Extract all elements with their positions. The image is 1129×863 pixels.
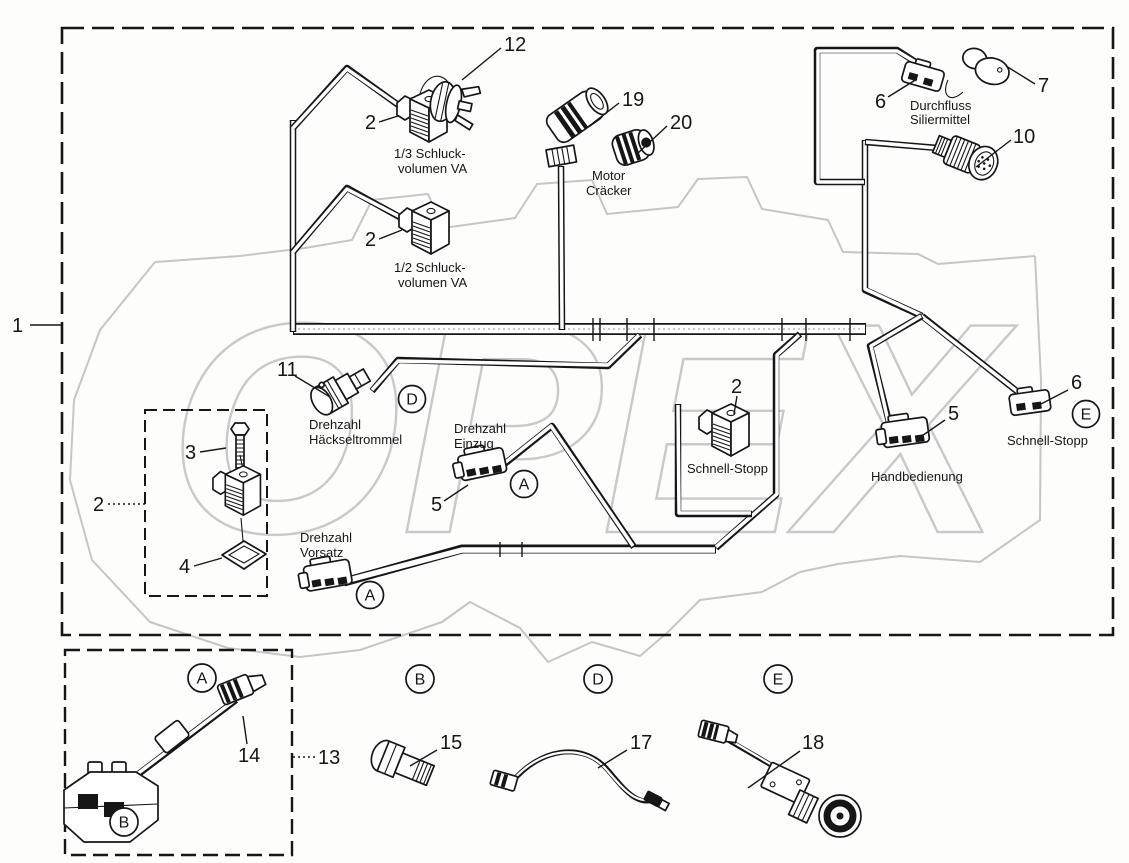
callouts: 1 12 2 2 19 20 6 7 10 11 5 2 5 6 3 4 2 1… xyxy=(12,34,1082,789)
svg-text:D: D xyxy=(592,672,604,689)
circle-D-bottom: D xyxy=(583,664,613,694)
callout-14: 14 xyxy=(238,745,260,767)
valve-assembly-box xyxy=(144,409,268,597)
circle-A-einzug: A xyxy=(509,469,539,499)
svg-text:A: A xyxy=(365,588,376,605)
callout-7: 7 xyxy=(1038,75,1049,97)
caption-schluck13-1: 1/3 Schluck- xyxy=(394,146,466,161)
opex-watermark: OPEX xyxy=(69,176,1042,663)
caption-schnellstopp-e: Schnell-Stopp xyxy=(1007,433,1088,448)
durchfluss-connector-6 xyxy=(899,55,948,93)
svg-text:A: A xyxy=(197,671,208,688)
callout-3: 3 xyxy=(185,442,196,464)
cap-connector-7 xyxy=(961,47,1010,86)
svg-text:D: D xyxy=(406,392,418,409)
caption-haecksel-1: Drehzahl xyxy=(309,417,361,432)
caption-durchfluss-2: Siliermittel xyxy=(910,112,970,127)
caption-vorsatz-2: Vorsatz xyxy=(300,545,343,560)
circle-B-bottom: B xyxy=(405,664,435,694)
callout-2d: 2 xyxy=(93,494,104,516)
sensor-cable-17 xyxy=(489,749,670,812)
caption-haecksel-2: Häckseltrommel xyxy=(309,432,402,447)
callout-5a: 5 xyxy=(431,494,442,516)
connector-b-large xyxy=(63,761,159,843)
caption-motor-2: Cräcker xyxy=(586,183,632,198)
bolt-plug-15 xyxy=(370,739,436,787)
svg-text:B: B xyxy=(119,815,130,832)
callout-5b: 5 xyxy=(948,403,959,425)
caption-handbedienung: Handbedienung xyxy=(871,469,963,484)
connector-14 xyxy=(216,673,267,706)
caption-schluck13-2: volumen VA xyxy=(398,161,467,176)
callout-2b: 2 xyxy=(365,229,376,251)
adapter-cable-18 xyxy=(697,719,862,838)
svg-text:E: E xyxy=(773,672,784,689)
circle-B-box13: B xyxy=(109,807,139,837)
svg-text:B: B xyxy=(415,672,426,689)
reference-circles: D A A E A B B D E xyxy=(109,384,1101,837)
gasket-4 xyxy=(221,540,267,570)
speed-sensor-11 xyxy=(310,368,372,416)
cap-connector-20 xyxy=(611,128,655,166)
callout-19: 19 xyxy=(622,89,644,111)
callout-17: 17 xyxy=(630,732,652,754)
caption-einzug-2: Einzug xyxy=(454,436,494,451)
callout-10: 10 xyxy=(1013,126,1035,148)
circle-A-vorsatz: A xyxy=(355,580,385,610)
callout-20: 20 xyxy=(670,112,692,134)
adapter-kit-box xyxy=(63,648,294,857)
circle-E-main: E xyxy=(1071,399,1101,429)
round-connector-10 xyxy=(931,134,999,181)
callout-11: 11 xyxy=(277,359,298,381)
main-harness-boundary-box xyxy=(60,26,1115,637)
circle-E-bottom: E xyxy=(763,664,793,694)
adapter-cable-13 xyxy=(63,673,267,843)
circle-A-box13: A xyxy=(187,663,217,693)
circle-D-main: D xyxy=(397,384,427,414)
callout-15: 15 xyxy=(440,732,462,754)
callout-13: 13 xyxy=(318,747,340,769)
callout-18: 18 xyxy=(802,732,824,754)
callout-12: 12 xyxy=(504,34,526,56)
callout-2c: 2 xyxy=(731,376,742,398)
svg-text:A: A xyxy=(519,477,530,494)
elbow-connector-19 xyxy=(545,87,609,168)
solenoid-coil-1-2 xyxy=(398,201,450,255)
caption-durchfluss-1: Durchfluss xyxy=(910,98,972,113)
callout-6a: 6 xyxy=(875,91,886,113)
svg-text:E: E xyxy=(1081,407,1092,424)
component-captions: 1/3 Schluck- volumen VA 1/2 Schluck- vol… xyxy=(300,98,1088,560)
callout-4: 4 xyxy=(179,556,190,578)
caption-schluck12-2: volumen VA xyxy=(398,275,467,290)
caption-schluck12-1: 1/2 Schluck- xyxy=(394,260,466,275)
valve-assembly xyxy=(212,422,267,570)
callout-6b: 6 xyxy=(1071,372,1082,394)
callout-1: 1 xyxy=(12,315,23,337)
plug-connector-12 xyxy=(429,80,482,131)
watermark-text: OPEX xyxy=(168,260,1017,596)
callout-2a: 2 xyxy=(365,112,376,134)
caption-schnellstopp-mid: Schnell-Stopp xyxy=(687,461,768,476)
caption-einzug-1: Drehzahl xyxy=(454,421,506,436)
caption-vorsatz-1: Drehzahl xyxy=(300,530,352,545)
harness-wiring xyxy=(289,46,1031,587)
caption-motor-1: Motor xyxy=(592,168,626,183)
